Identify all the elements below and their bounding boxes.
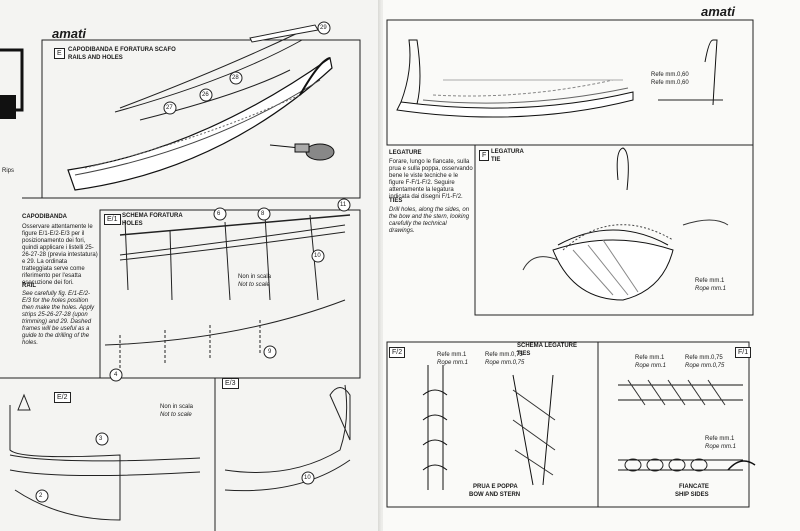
callout-refe: Refe mm.1 — [635, 355, 665, 361]
rail-heading: RAIL — [22, 283, 36, 289]
part-number: 26 — [202, 92, 209, 98]
panel-f-title-it: LEGATURA — [491, 149, 524, 155]
part-number: 11 — [340, 202, 347, 208]
callout-refe: Refe mm.0,75 — [485, 352, 523, 358]
brand-logo: amati — [52, 26, 86, 41]
callout-rope: Rope mm.0,75 — [485, 360, 525, 366]
caption-it: FIANCATE — [679, 484, 709, 490]
left-page-drawings — [0, 21, 361, 531]
legature-body-it: Forare, lungo le fiancate, sulla prua e … — [389, 159, 473, 200]
scale-note-it: Non in scala — [238, 274, 272, 280]
callout-rope: Rope mm.1 — [705, 444, 737, 450]
part-number: 3 — [99, 436, 103, 442]
right-page-drawings — [386, 19, 756, 508]
panel-e1-title-it: SCHEMA FORATURA — [122, 213, 183, 219]
panel-f2-title-it: SCHEMA LEGATURE — [517, 343, 577, 349]
part-number: 2 — [39, 493, 43, 499]
legature-heading: LEGATURE — [389, 150, 422, 156]
part-number: 10 — [314, 253, 321, 259]
part-number: 4 — [114, 372, 118, 378]
top-callout-line1: Refe mm.0,60 — [651, 72, 689, 78]
ties-heading: TIES — [389, 198, 403, 204]
panel-e1-code: E/1 — [104, 214, 121, 225]
callout-refe: Refe mm.1 — [437, 352, 467, 358]
panel-e2-code: E/2 — [54, 392, 71, 403]
part-number: 6 — [217, 211, 221, 217]
capodibanda-heading: CAPODIBANDA — [22, 214, 67, 220]
part-number: 9 — [268, 349, 272, 355]
panel-e-title-it: CAPODIBANDA E FORATURA SCAFO — [68, 47, 176, 53]
book-spine — [378, 0, 386, 531]
part-number: 10 — [304, 475, 311, 481]
callout-rope: Rope mm.1 — [437, 360, 469, 366]
scale-note-it: Non in scala — [160, 404, 194, 410]
panel-f-code: F — [479, 150, 490, 161]
panel-f-title-en: TIE — [491, 157, 501, 163]
left-page: amati Rips E CAPODIBANDA E FORATURA SCAF… — [0, 0, 380, 531]
rail-body-en: See carefully fig. E/1-E/2-E/3 for the h… — [22, 291, 95, 346]
panel-f2-code: F/2 — [389, 347, 406, 358]
panel-e-code: E — [54, 48, 65, 59]
part-number: 28 — [232, 75, 239, 81]
panel-e-title-en: RAILS AND HOLES — [68, 55, 123, 61]
panel-f2-title-en: TIES — [517, 351, 531, 357]
panel-f1-code: F/1 — [735, 347, 752, 358]
caption-en: SHIP SIDES — [675, 492, 709, 498]
part-number: 29 — [320, 25, 327, 31]
caption-en: BOW AND STERN — [469, 492, 521, 498]
caption-it: PRUA E POPPA — [473, 484, 518, 490]
callout-rope: Rope mm.0,75 — [685, 363, 725, 369]
capodibanda-body-it: Osservare attentamente le figure E/1-E/2… — [22, 224, 98, 286]
panel-e1-title-en: HOLES — [122, 221, 143, 227]
scale-note-en: Not to scale — [238, 282, 270, 288]
callout-refe: Refe mm.1 — [705, 436, 735, 442]
part-number: 8 — [261, 211, 265, 217]
callout-refe: Refe mm.1 — [695, 278, 725, 284]
top-callout-line2: Refe mm.0,60 — [651, 80, 689, 86]
callout-refe: Refe mm.0,75 — [685, 355, 723, 361]
panel-e3-code: E/3 — [222, 378, 239, 389]
right-page: amati Refe mm.0,60 Refe mm.0,60 LEGATURE… — [383, 0, 800, 531]
brand-logo: amati — [701, 4, 735, 19]
callout-rope: Rope mm.1 — [635, 363, 667, 369]
ties-body-en: Drill holes, along the sides, on the bow… — [389, 207, 470, 234]
edge-text: Rips — [2, 168, 15, 174]
callout-rope: Rope mm.1 — [695, 286, 727, 292]
part-number: 27 — [166, 105, 173, 111]
scale-note-en: Not to scale — [160, 412, 192, 418]
